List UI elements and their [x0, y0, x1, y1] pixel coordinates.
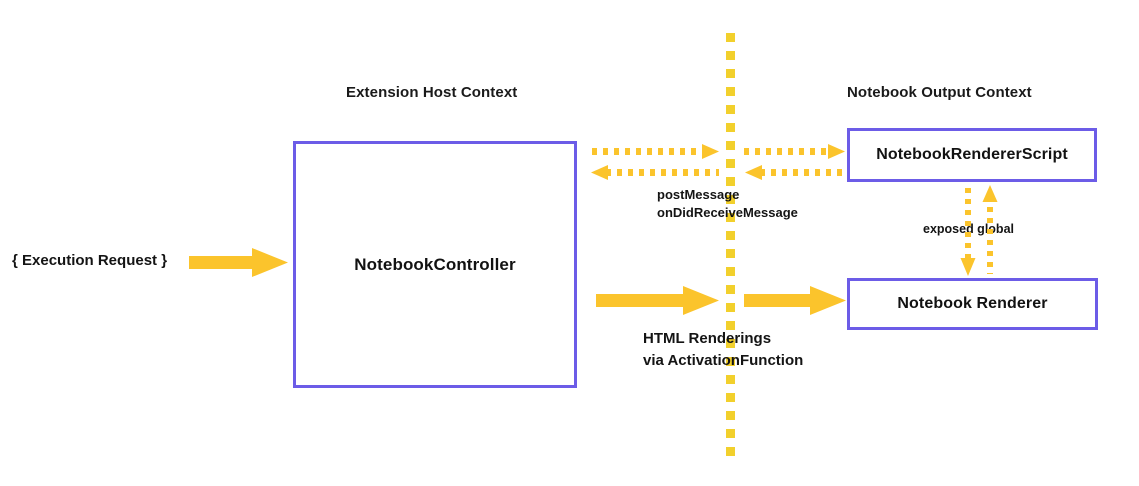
notebook-renderer-script-box: NotebookRendererScript: [847, 128, 1097, 182]
on-did-receive-message-arrow-right: [745, 165, 845, 180]
on-did-receive-message-arrow-left: [591, 165, 719, 180]
notebook-controller-label: NotebookController: [354, 254, 516, 274]
message-channel-label: postMessage onDidReceiveMessage: [657, 186, 798, 222]
html-renderings-arrow-right: [744, 286, 846, 315]
notebook-output-context-title: Notebook Output Context: [847, 84, 1032, 101]
context-divider-dashed-line: [726, 33, 735, 465]
execution-request-arrow: [189, 248, 288, 277]
html-renderings-arrow-left: [596, 286, 719, 315]
execution-request-label: { Execution Request }: [12, 252, 168, 269]
notebook-renderer-label: Notebook Renderer: [897, 295, 1048, 312]
notebook-renderer-box: Notebook Renderer: [847, 278, 1098, 330]
extension-host-context-title: Extension Host Context: [346, 84, 518, 101]
exposed-global-label: exposed global: [923, 222, 1014, 236]
html-renderings-text: HTML Renderings: [643, 330, 772, 347]
notebook-controller-box: NotebookController: [293, 141, 577, 388]
html-renderings-label: HTML Renderings via ActivationFunction: [643, 328, 803, 372]
notebook-renderer-script-label: NotebookRendererScript: [876, 146, 1068, 163]
post-message-arrow-right: [744, 144, 845, 159]
on-did-receive-message-text: onDidReceiveMessage: [657, 205, 798, 220]
activation-function-text: via ActivationFunction: [643, 352, 804, 369]
post-message-arrow-left: [592, 144, 719, 159]
post-message-text: postMessage: [657, 187, 740, 202]
